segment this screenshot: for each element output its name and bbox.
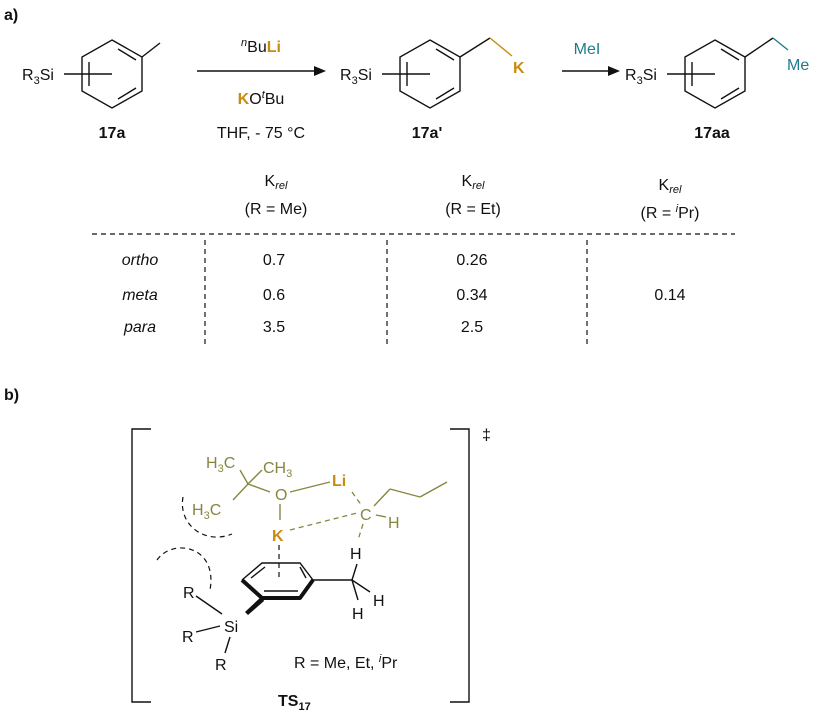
ts-label: TS17 — [278, 693, 311, 713]
compound-17a: R3Si 17a — [22, 39, 161, 142]
table-header: Krel — [659, 177, 682, 196]
svg-text:para: para — [123, 319, 156, 336]
table-header-sub: (R = Me) — [245, 201, 308, 218]
table-row: ortho 0.7 0.26 — [122, 252, 488, 269]
reaction-arrow-1: nBuLi KOtBu THF, - 75 °C — [197, 37, 326, 142]
svg-text:Si: Si — [224, 619, 238, 636]
svg-text:H3C: H3C — [192, 502, 221, 522]
steric-arc — [181, 496, 233, 538]
carbanion-label: C — [360, 507, 372, 524]
table-header: Krel — [265, 173, 288, 192]
svg-text:R3Si: R3Si — [22, 67, 54, 87]
svg-text:CH3: CH3 — [263, 460, 292, 480]
steric-arc — [156, 547, 212, 591]
compound-label: 17a — [99, 125, 126, 142]
svg-text:R3Si: R3Si — [625, 67, 657, 87]
arene-ring: H H H — [240, 545, 385, 623]
compound-17a-prime: K R3Si 17a' — [340, 37, 525, 142]
svg-text:3.5: 3.5 — [263, 319, 285, 336]
svg-text:0.6: 0.6 — [263, 287, 285, 304]
r-definition: R = Me, Et, iPr — [294, 653, 398, 672]
svg-text:R3Si: R3Si — [340, 67, 372, 87]
base-complex: H3C CH3 H3C O Li K C H — [192, 455, 448, 545]
compound-17aa: Me R3Si 17aa — [625, 37, 809, 142]
table-header-sub: (R = iPr) — [641, 203, 700, 222]
svg-text:R: R — [183, 585, 195, 602]
svg-text:0.14: 0.14 — [654, 287, 685, 304]
svg-text:H: H — [350, 546, 362, 563]
table-row: para 3.5 2.5 — [123, 319, 483, 336]
svg-text:0.34: 0.34 — [456, 287, 487, 304]
dagger-symbol: ‡ — [482, 427, 491, 444]
svg-text:0.26: 0.26 — [456, 252, 487, 269]
potassium-label: K — [272, 528, 284, 545]
reagent-kotbu: KOtBu — [238, 89, 285, 108]
conditions: THF, - 75 °C — [217, 125, 305, 142]
part-a-label: a) — [4, 7, 18, 24]
reagent-mei: MeI — [574, 41, 601, 58]
oxygen-label: O — [275, 487, 287, 504]
compound-label: 17a' — [412, 125, 443, 142]
lithium-label: Li — [332, 473, 346, 490]
svg-text:H: H — [373, 593, 385, 610]
table-header: Krel — [462, 173, 485, 192]
table-header-sub: (R = Et) — [445, 201, 501, 218]
svg-text:H3C: H3C — [206, 455, 235, 475]
krel-table: Krel (R = Me) Krel (R = Et) Krel (R = iP… — [92, 173, 735, 345]
part-b-label: b) — [4, 387, 19, 404]
reaction-arrow-2: MeI — [562, 41, 620, 76]
svg-text:H: H — [352, 606, 364, 623]
reagent-nbuli: nBuLi — [241, 37, 281, 56]
table-row: meta 0.6 0.34 0.14 — [122, 287, 685, 304]
svg-text:R: R — [215, 657, 227, 674]
svg-text:meta: meta — [122, 287, 158, 304]
svg-text:ortho: ortho — [122, 252, 159, 269]
silyl-group: Si R R R — [182, 585, 238, 674]
potassium-label: K — [513, 60, 525, 77]
transition-state-ts17: ‡ H3C CH3 H3C O Li K C H — [131, 427, 491, 713]
compound-label: 17aa — [694, 125, 730, 142]
svg-text:R: R — [182, 629, 194, 646]
svg-text:2.5: 2.5 — [461, 319, 483, 336]
methyl-label: Me — [787, 57, 809, 74]
svg-text:0.7: 0.7 — [263, 252, 285, 269]
svg-text:H: H — [388, 515, 400, 532]
